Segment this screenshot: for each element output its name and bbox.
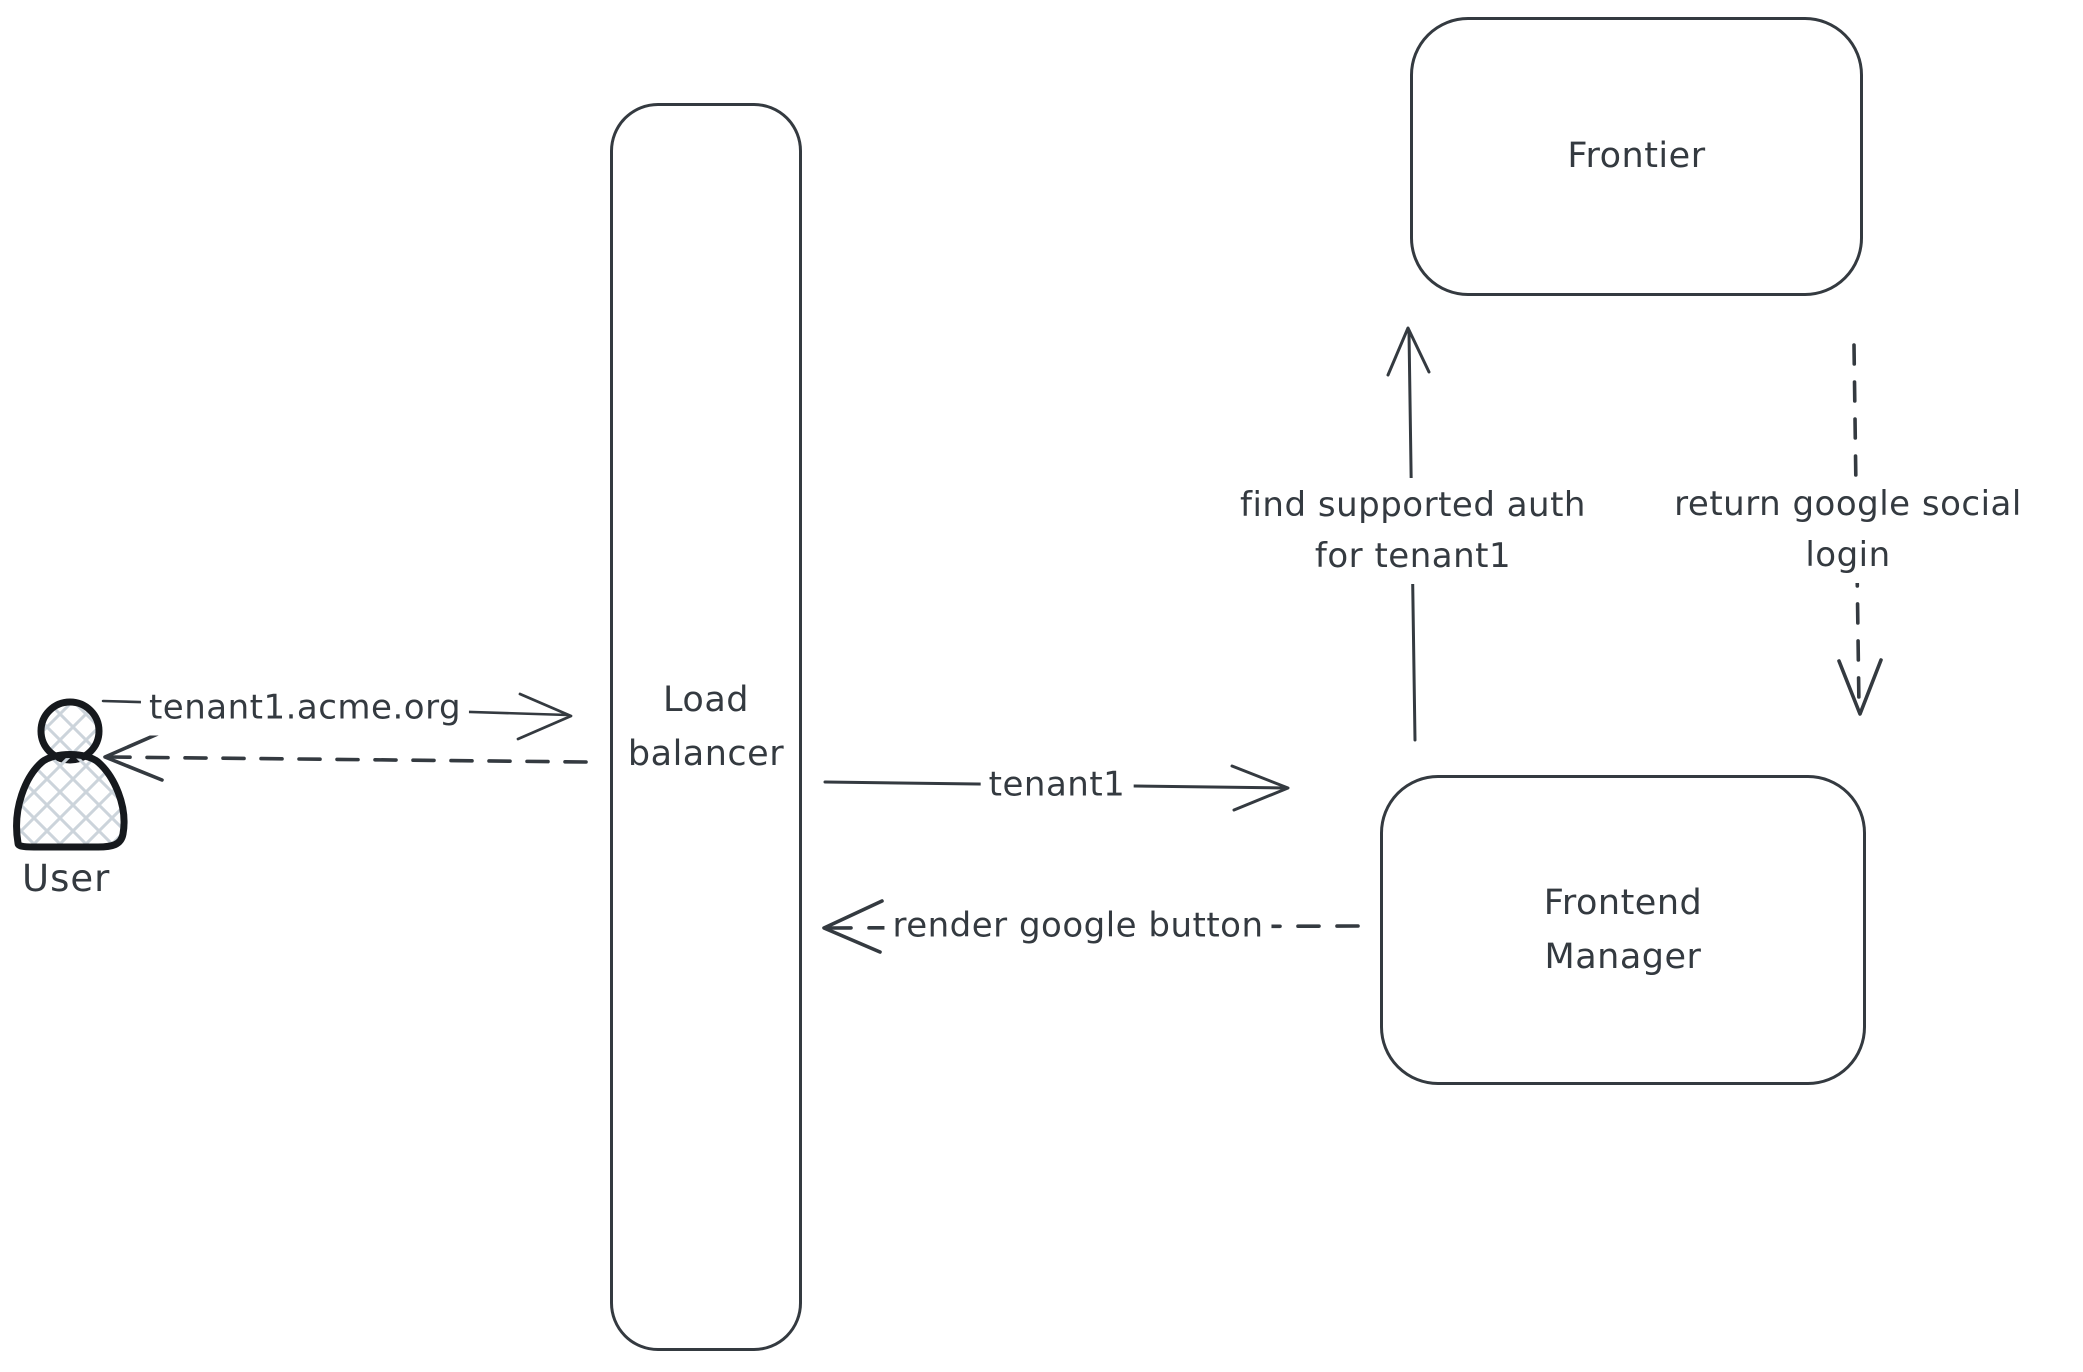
edge-return-login-label-line1: return google social [1674, 484, 2022, 524]
node-frontier[interactable]: Frontier [1410, 17, 1863, 296]
node-load-balancer-label-line1: Load [663, 679, 749, 720]
node-user-label: User [22, 857, 111, 900]
node-frontend-manager-label-line2: Manager [1544, 937, 1702, 977]
node-load-balancer[interactable]: Load balancer [610, 103, 802, 1351]
edge-return-login-arrow[interactable] [1837, 343, 1883, 716]
node-user[interactable]: User [8, 688, 138, 903]
edge-forward-tenant-label: tenant1 [980, 757, 1134, 813]
edge-response-arrow[interactable] [103, 731, 588, 782]
node-frontend-manager[interactable]: Frontend Manager [1380, 775, 1866, 1085]
edge-return-login-label: return google social login [1666, 477, 2030, 583]
node-frontier-label: Frontier [1567, 136, 1706, 177]
person-icon [13, 698, 128, 851]
edge-find-auth-label-line2: for tenant1 [1314, 536, 1512, 576]
edge-find-auth-label-line1: find supported auth [1240, 485, 1586, 525]
edge-return-login-label-line2: login [1805, 535, 1891, 575]
edge-render-button-label: render google button [884, 898, 1272, 954]
edge-find-auth-label: find supported auth for tenant1 [1232, 478, 1594, 584]
node-load-balancer-label-line2: balancer [627, 734, 785, 774]
node-frontend-manager-label-line1: Frontend [1543, 882, 1703, 923]
edge-request-label: tenant1.acme.org [140, 680, 470, 736]
